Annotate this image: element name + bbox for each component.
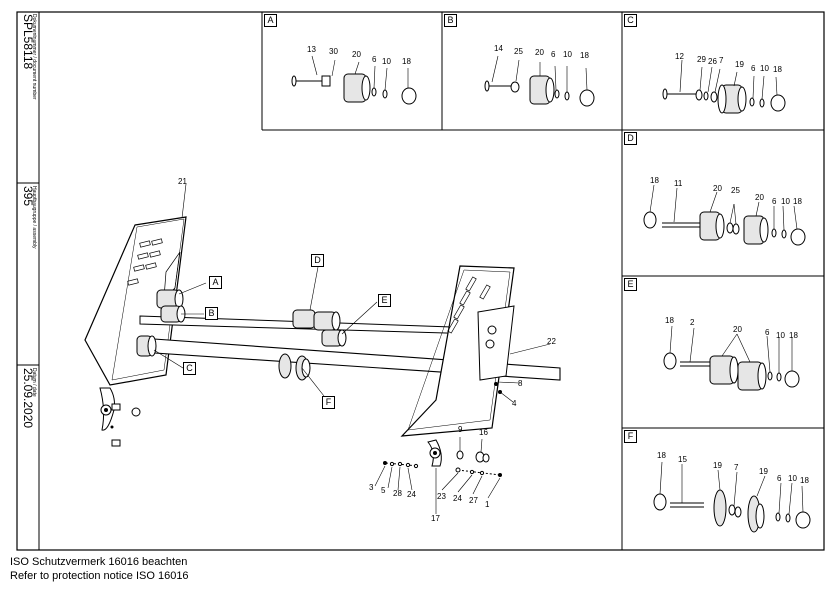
- part-number: 6: [777, 474, 782, 483]
- panel-letter-b: B: [444, 14, 457, 27]
- part-number: 25: [731, 186, 740, 195]
- roller-c: [136, 335, 157, 357]
- part-number: 18: [650, 176, 659, 185]
- callout-letter-c: C: [183, 362, 196, 375]
- part-number: 22: [547, 337, 556, 346]
- part-number: 14: [494, 44, 503, 53]
- document-number-cell: SPL58118 Dokumentnummer / document numbe…: [17, 14, 39, 182]
- part-number: 6: [772, 197, 777, 206]
- part-number: 13: [307, 45, 316, 54]
- part-number: 7: [719, 56, 724, 65]
- part-number: 5: [381, 486, 386, 495]
- part-number: 18: [793, 197, 802, 206]
- date-cell: 25.09.2020 Datum / date: [17, 368, 39, 548]
- panel-letter-a: A: [264, 14, 277, 27]
- protection-notice-de: ISO Schutzvermerk 16016 beachten: [10, 556, 188, 568]
- part-number: 11: [674, 179, 683, 188]
- part-number: 24: [407, 490, 416, 499]
- part-number: 9: [458, 425, 463, 434]
- part-number: 21: [178, 177, 187, 186]
- part-number: 20: [535, 48, 544, 57]
- panel-a-parts-drawing: [291, 55, 417, 105]
- part-number: 20: [755, 193, 764, 202]
- panel-d-parts-drawing: [643, 184, 806, 246]
- part-number: 19: [735, 60, 744, 69]
- roller-a: [156, 289, 184, 309]
- panel-b-parts-drawing: [484, 55, 595, 107]
- part-number: 29: [697, 55, 706, 64]
- panel-letter-e: E: [624, 278, 637, 291]
- part-number: 20: [352, 50, 361, 59]
- protection-notice-en: Refer to protection notice ISO 16016: [10, 570, 189, 582]
- part-number: 10: [760, 64, 769, 73]
- part-number: 20: [713, 184, 722, 193]
- part-number: 4: [512, 399, 517, 408]
- panel-letter-f: F: [624, 430, 637, 443]
- part-number: 10: [788, 474, 797, 483]
- part-number: 19: [759, 467, 768, 476]
- part-number: 12: [675, 52, 684, 61]
- panel-letter-d: D: [624, 132, 637, 145]
- part-number: 18: [800, 476, 809, 485]
- part-number: 7: [734, 463, 739, 472]
- part-number: 3: [369, 483, 374, 492]
- part-number: 1: [485, 500, 490, 509]
- part-number: 25: [514, 47, 523, 56]
- right-side-plate: [400, 265, 515, 437]
- part-number: 18: [773, 65, 782, 74]
- part-number: 2: [690, 318, 695, 327]
- document-number-label: Dokumentnummer / document number: [31, 14, 37, 100]
- part-number: 28: [393, 489, 402, 498]
- part-number: 6: [551, 50, 556, 59]
- part-number: 17: [431, 514, 440, 523]
- part-number: 16: [479, 428, 488, 437]
- callout-letter-f: F: [322, 396, 335, 409]
- part-number: 6: [372, 55, 377, 64]
- roller-e: [321, 329, 347, 347]
- callout-letter-b: B: [205, 307, 218, 320]
- roller-d: [292, 309, 341, 331]
- panel-e-parts-drawing: [663, 325, 800, 391]
- part-number: 6: [765, 328, 770, 337]
- part-number: 18: [789, 331, 798, 340]
- part-number: 15: [678, 455, 687, 464]
- part-number: 26: [708, 57, 717, 66]
- callout-letter-d: D: [311, 254, 324, 267]
- part-number: 23: [437, 492, 446, 501]
- part-number: 6: [751, 64, 756, 73]
- part-number: 10: [781, 197, 790, 206]
- part-number: 18: [665, 316, 674, 325]
- panel-c-parts-drawing: [662, 59, 786, 114]
- panel-f-parts-drawing: [653, 461, 811, 533]
- part-number: 10: [382, 57, 391, 66]
- part-number: 27: [469, 496, 478, 505]
- assembly-label: Hauptbaugruppe / assembly: [31, 186, 37, 249]
- part-number: 19: [713, 461, 722, 470]
- part-number: 18: [402, 57, 411, 66]
- callout-letter-e: E: [378, 294, 391, 307]
- part-number: 18: [657, 451, 666, 460]
- main-assembly-drawing: [84, 183, 561, 514]
- date-label: Datum / date: [31, 368, 37, 397]
- part-number: 30: [329, 47, 338, 56]
- part-number: 10: [776, 331, 785, 340]
- callout-letter-a: A: [209, 276, 222, 289]
- panel-letter-c: C: [624, 14, 637, 27]
- assembly-cell: 395 Hauptbaugruppe / assembly: [17, 186, 39, 364]
- part-number: 18: [580, 51, 589, 60]
- date-value: 25.09.2020: [21, 368, 35, 429]
- part-number: 10: [563, 50, 572, 59]
- part-number: 8: [518, 379, 523, 388]
- part-number: 20: [733, 325, 742, 334]
- part-number: 24: [453, 494, 462, 503]
- assembly-number: 395: [21, 186, 35, 207]
- document-number: SPL58118: [21, 14, 35, 70]
